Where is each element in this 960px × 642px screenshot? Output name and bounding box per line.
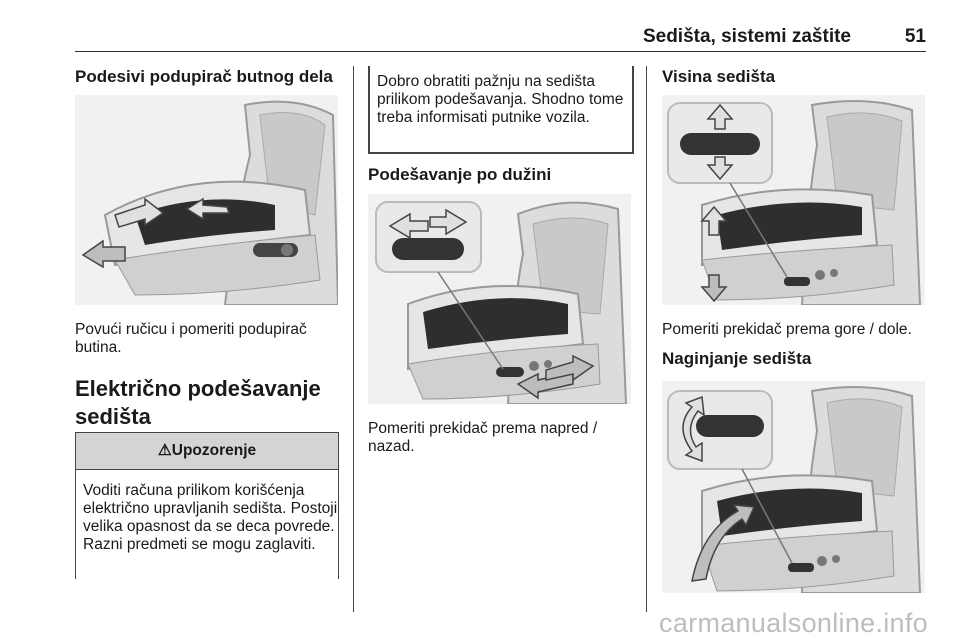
length-adjustment-figure: [368, 194, 631, 404]
section-title: Sedišta, sistemi zaštite: [642, 26, 851, 47]
thigh-support-figure: [75, 95, 338, 305]
warning-text: Voditi računa prilikom korišćenja elektr…: [83, 482, 338, 553]
watermark: carmanualsonline.info: [659, 608, 928, 638]
warning-triangle-icon: ⚠: [157, 442, 172, 459]
seat-height-heading: Visina sedišta: [662, 67, 776, 86]
header-rule: [75, 51, 926, 52]
column-divider-2: [646, 66, 647, 612]
length-adjustment-caption: Pomeriti prekidač prema napred / nazad.: [368, 420, 598, 455]
seat-height-figure: [662, 95, 925, 305]
note-box: Dobro obratiti pažnju na sedišta priliko…: [368, 66, 634, 154]
column-divider-1: [353, 66, 354, 612]
seat-height-caption: Pomeriti prekidač prema gore / dole.: [662, 321, 912, 338]
seat-tilt-heading: Naginjanje sedišta: [662, 349, 812, 368]
page-number: 51: [904, 26, 926, 47]
electric-adjustment-title: Električno podešavanje sedišta: [75, 376, 321, 429]
warning-box: ⚠Upozorenje Voditi računa prilikom koriš…: [75, 432, 339, 579]
length-adjustment-heading: Podešavanje po dužini: [368, 165, 552, 184]
warning-title: Upozorenje: [171, 442, 257, 459]
note-text: Dobro obratiti pažnju na sedišta priliko…: [377, 73, 624, 126]
seat-tilt-figure: [662, 381, 925, 593]
thigh-support-heading: Podesivi podupirač butnog dela: [75, 67, 333, 86]
warning-header: ⚠Upozorenje: [76, 433, 338, 470]
thigh-support-caption: Povući ručicu i pomeriti podupirač butin…: [75, 321, 307, 356]
page-header: Sedišta, sistemi zaštite 51: [75, 26, 926, 50]
